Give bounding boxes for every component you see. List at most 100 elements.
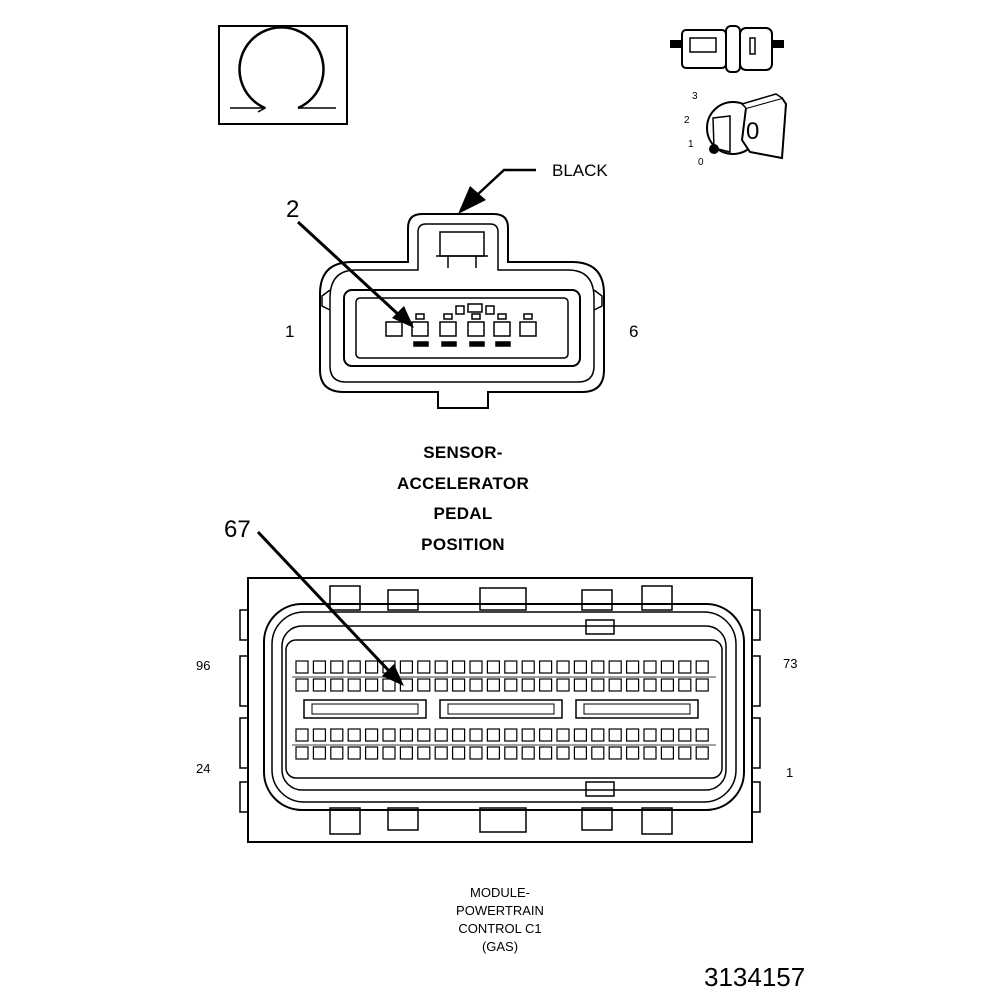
pcm-pin [678, 746, 692, 760]
pcm-pin [365, 660, 379, 674]
pcm-pin [573, 728, 588, 742]
pcm-pin [365, 678, 379, 692]
pcm-pin [678, 660, 692, 674]
pcm-pin [295, 678, 309, 692]
sensor-name-line-2: ACCELERATOR [396, 474, 530, 493]
pcm-pin [434, 678, 448, 692]
pcm-pin [486, 746, 500, 760]
pcm-pin [556, 678, 570, 692]
pcm-pin [521, 728, 535, 742]
pcm-pin [538, 728, 553, 742]
pcm-pin [643, 746, 657, 760]
pcm-pin [643, 660, 657, 674]
pcm-pin [469, 660, 483, 674]
sensor-name-line-3: PEDAL [433, 504, 493, 523]
pcm-pin [347, 746, 361, 760]
pcm-pin [417, 728, 431, 742]
pcm-pin [695, 728, 709, 742]
pcm-pin [556, 728, 570, 742]
color-label-black: BLACK [552, 161, 608, 180]
pcm-pin [330, 678, 344, 692]
pcm-pin [434, 746, 448, 760]
sensor-pin-6-label: 6 [629, 322, 639, 341]
pcm-pin [469, 678, 483, 692]
pcm-pin [695, 660, 709, 674]
pcm-pin [538, 660, 553, 674]
pcm-pin [312, 746, 326, 760]
callout-2-leader [296, 220, 414, 328]
sensor-name-line-4: POSITION [421, 535, 505, 554]
pcm-pin [521, 746, 535, 760]
pcm-pin [625, 660, 640, 674]
pcm-pin [365, 746, 379, 760]
pcm-pin [573, 746, 588, 760]
pcm-pin [591, 660, 605, 674]
pcm-pin [469, 728, 483, 742]
sensor-pins [385, 303, 537, 347]
pcm-connector-housing [239, 577, 761, 843]
pcm-pin [591, 728, 605, 742]
pcm-pin [434, 660, 448, 674]
pcm-pin [452, 678, 466, 692]
pcm-pin [591, 678, 605, 692]
pcm-name-line-3: CONTROL C1 [458, 921, 542, 936]
omega-view-icon [218, 25, 348, 125]
pcm-pin-grid [292, 660, 716, 760]
pcm-pin [347, 660, 361, 674]
key-scale-0: 0 [698, 157, 704, 168]
pcm-pin [417, 678, 431, 692]
pcm-pin [295, 746, 309, 760]
pcm-pin [538, 746, 553, 760]
pcm-pin-24-label: 24 [196, 761, 211, 776]
pcm-pin [295, 660, 309, 674]
pcm-pin [347, 678, 361, 692]
pcm-pin [486, 728, 500, 742]
pcm-pin [417, 746, 431, 760]
figure-number: 3134157 [704, 962, 806, 992]
pcm-pin [625, 728, 640, 742]
pcm-pin [608, 660, 622, 674]
key-scale-3: 3 [692, 91, 698, 102]
pcm-pin [486, 660, 500, 674]
pcm-pin [643, 728, 657, 742]
pcm-pin-73-label: 73 [783, 656, 798, 671]
pcm-pin-1-label: 1 [786, 765, 794, 780]
pcm-pin [504, 728, 518, 742]
pcm-pin [504, 678, 518, 692]
connector-plug-icon [670, 25, 784, 73]
pcm-pin [312, 660, 326, 674]
pcm-name-line-4: (GAS) [481, 939, 519, 954]
pcm-pin [678, 728, 692, 742]
pcm-pin [591, 746, 605, 760]
key-scale-1: 1 [688, 139, 694, 150]
pcm-pin [452, 728, 466, 742]
pcm-pin [365, 728, 379, 742]
pcm-pin [573, 678, 588, 692]
pcm-pin [504, 660, 518, 674]
pcm-pin [660, 678, 675, 692]
pcm-pin [608, 678, 622, 692]
ignition-key-icon [706, 93, 788, 160]
pcm-pin [556, 660, 570, 674]
pcm-pin [399, 678, 413, 692]
pcm-pin [312, 678, 326, 692]
callout-67-label: 67 [224, 516, 251, 543]
pcm-pin [521, 660, 535, 674]
callout-67-leader [256, 530, 404, 686]
pcm-pin [399, 746, 413, 760]
black-leader-arrow [458, 168, 536, 214]
callout-2-label: 2 [286, 196, 300, 223]
pcm-pin [330, 660, 344, 674]
pcm-pin [382, 746, 396, 760]
pcm-pin [382, 728, 396, 742]
pcm-pin [399, 728, 413, 742]
pcm-pin [295, 728, 309, 742]
sensor-name-line-1: SENSOR- [423, 443, 503, 462]
pcm-pin [452, 660, 466, 674]
pcm-pin [538, 678, 553, 692]
pcm-pin [660, 660, 675, 674]
pcm-pin [625, 746, 640, 760]
key-scale-2: 2 [684, 115, 690, 126]
pcm-name-line-1: MODULE- [470, 885, 530, 900]
